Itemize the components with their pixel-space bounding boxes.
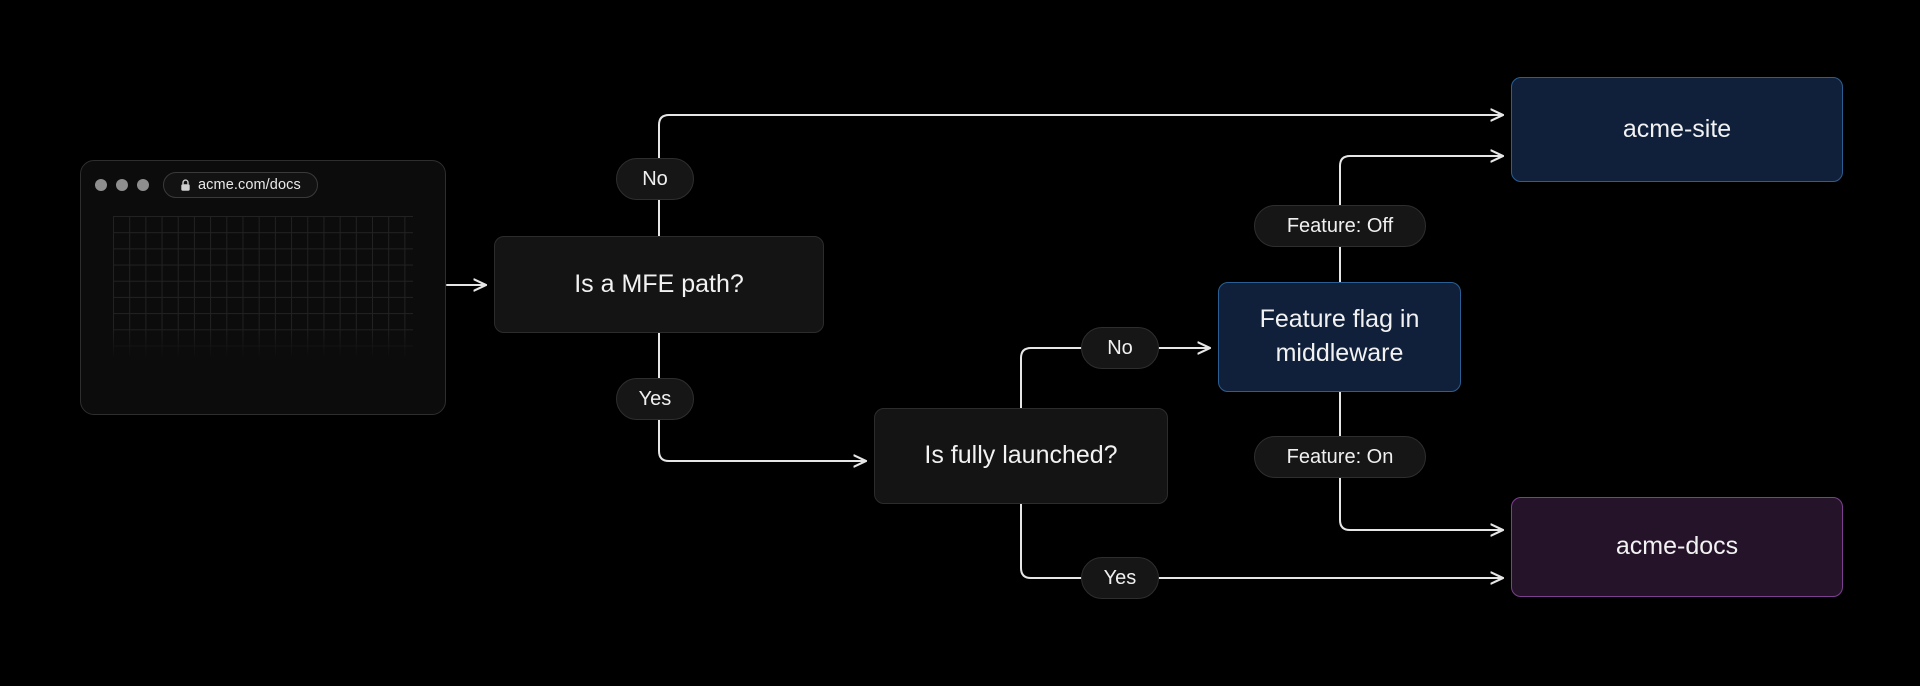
edge-label-text: Yes — [638, 387, 672, 410]
node-label: Is fully launched? — [924, 441, 1118, 470]
traffic-lights — [95, 179, 149, 191]
url-text: acme.com/docs — [198, 177, 301, 193]
lock-icon — [181, 178, 190, 191]
edge-label-text: No — [642, 167, 668, 190]
page-grid-fade — [113, 326, 413, 366]
edge-label-yes-mfe: Yes — [616, 378, 694, 420]
minimize-dot-icon[interactable] — [116, 179, 128, 191]
node-label-line-2: middleware — [1275, 339, 1404, 367]
edge-label-text: Feature: Off — [1286, 214, 1394, 237]
node-label: Is a MFE path? — [574, 269, 744, 298]
edge-label-text: Feature: On — [1286, 445, 1394, 468]
node-label: acme-docs — [1615, 532, 1739, 561]
edge-label-feature-on: Feature: On — [1254, 436, 1426, 478]
node-acme-site[interactable]: acme-site — [1511, 77, 1843, 182]
node-label: acme-site — [1622, 114, 1732, 143]
close-dot-icon[interactable] — [95, 179, 107, 191]
edge-label-no-mfe: No — [616, 158, 694, 200]
node-label-line-1: Feature flag in — [1259, 305, 1420, 334]
edge-label-no-launch: No — [1081, 327, 1159, 369]
edge-label-feature-off: Feature: Off — [1254, 205, 1426, 247]
node-acme-docs[interactable]: acme-docs — [1511, 497, 1843, 597]
edge-label-text: Yes — [1103, 566, 1137, 589]
browser-toolbar: acme.com/docs — [81, 161, 445, 209]
maximize-dot-icon[interactable] — [137, 179, 149, 191]
node-is-fully-launched[interactable]: Is fully launched? — [874, 408, 1168, 504]
node-is-a-mfe-path[interactable]: Is a MFE path? — [494, 236, 824, 333]
node-label: Feature flag in middleware — [1260, 303, 1420, 371]
address-bar[interactable]: acme.com/docs — [163, 172, 318, 198]
edge-label-yes-launch: Yes — [1081, 557, 1159, 599]
browser-window-preview[interactable]: acme.com/docs — [80, 160, 446, 415]
node-feature-flag-in-middleware[interactable]: Feature flag in middleware — [1218, 282, 1461, 392]
edge-label-text: No — [1107, 336, 1133, 359]
